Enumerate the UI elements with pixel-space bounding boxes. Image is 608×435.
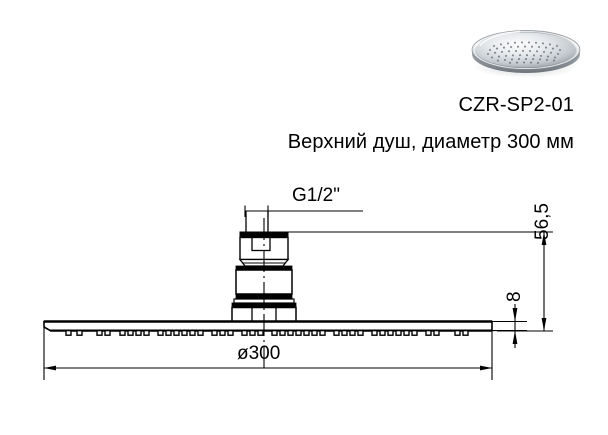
shower-head-photo-graphic	[471, 30, 581, 73]
thread-dimension-leader	[244, 205, 363, 217]
diameter-dimension-arrows	[44, 365, 492, 371]
nozzle-row	[65, 329, 469, 336]
height-dimension-arrows	[541, 232, 547, 331]
height-dimension	[288, 231, 553, 332]
thickness-dimension-label: 8	[504, 291, 525, 302]
diameter-dimension-label: ø300	[237, 343, 281, 364]
shower-stem	[231, 211, 297, 323]
thickness-dimension	[492, 304, 527, 348]
model-code: CZR-SP2-01	[458, 94, 574, 116]
thickness-dimension-arrows	[512, 308, 518, 344]
thread-dimension-label: G1/2"	[292, 185, 340, 206]
product-description: Верхний душ, диаметр 300 мм	[287, 131, 574, 153]
shower-disc-plate	[43, 320, 493, 336]
height-dimension-label: 56,5	[532, 203, 553, 240]
product-photo	[468, 26, 584, 80]
diameter-dimension	[43, 327, 493, 380]
